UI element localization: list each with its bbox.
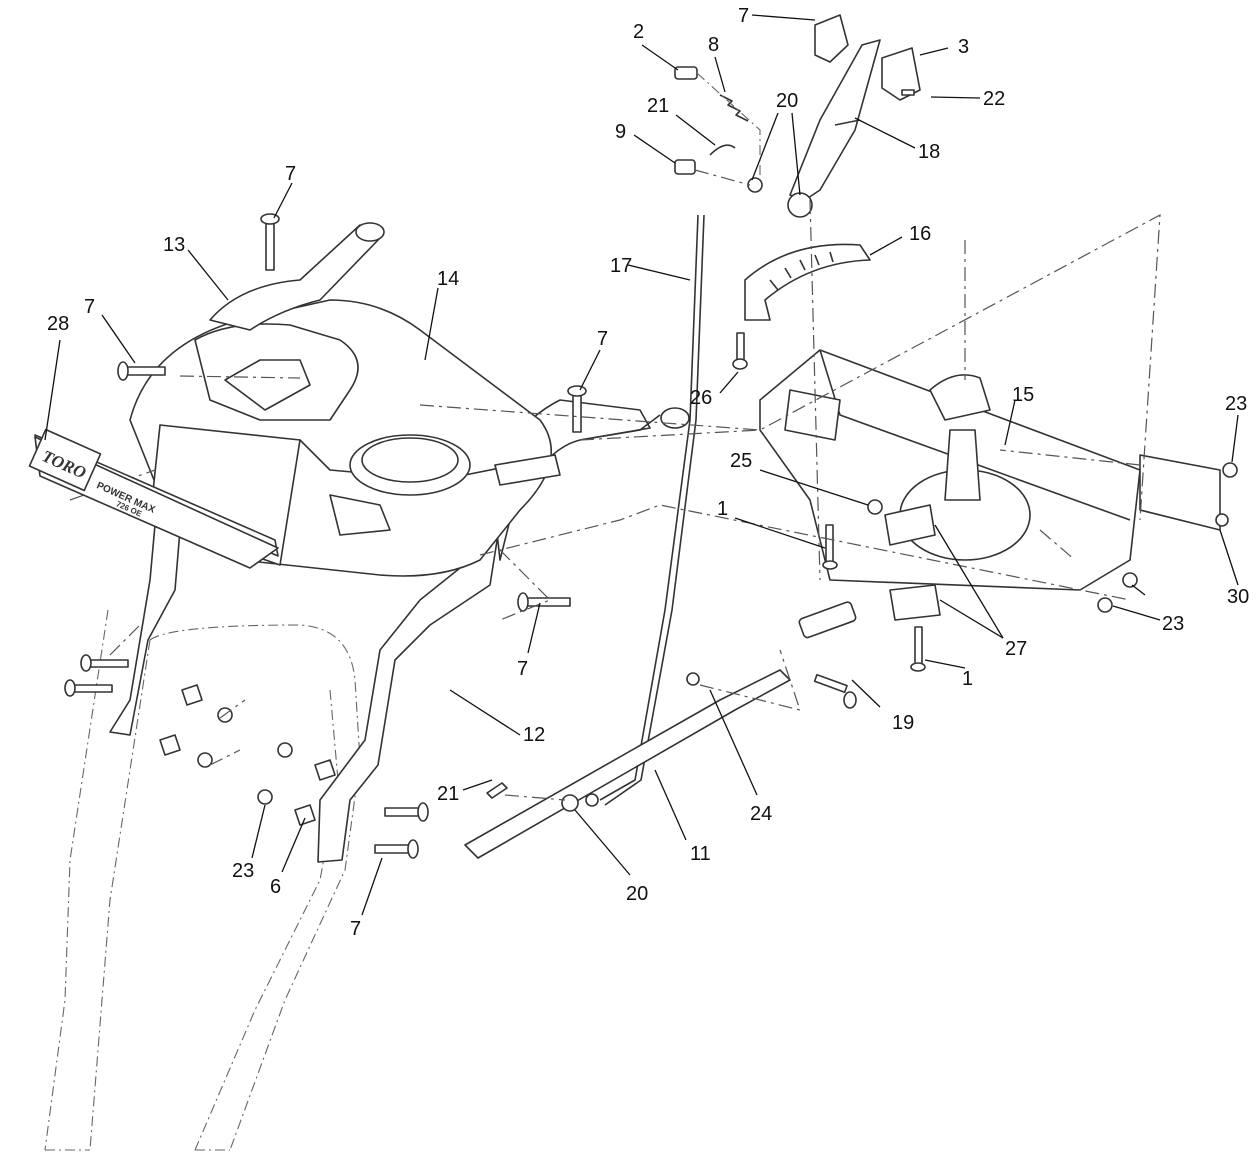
callout-1-b: 1 xyxy=(962,668,973,690)
callout-8: 8 xyxy=(708,34,719,56)
callout-23-a: 23 xyxy=(1225,393,1247,415)
callout-3: 3 xyxy=(958,36,969,58)
decal: TORO POWER MAX 726 OE xyxy=(28,428,279,569)
callout-6: 6 xyxy=(270,876,281,898)
handle-grip xyxy=(209,222,385,331)
shift-arm xyxy=(464,601,857,859)
callout-12: 12 xyxy=(523,724,545,746)
lower-handle-phantom xyxy=(44,609,361,1151)
construction-lines xyxy=(69,169,1161,801)
callout-18: 18 xyxy=(918,141,940,163)
callout-19: 19 xyxy=(892,712,914,734)
callout-16: 16 xyxy=(909,223,931,245)
shift-rod xyxy=(599,214,705,806)
callout-1-a: 1 xyxy=(717,498,728,520)
callout-9: 9 xyxy=(615,121,626,143)
callout-14: 14 xyxy=(437,268,459,290)
callout-23-c: 23 xyxy=(232,860,254,882)
callout-26: 26 xyxy=(690,387,712,409)
callout-7-d: 7 xyxy=(517,658,528,680)
callout-20-top: 20 xyxy=(776,90,798,112)
callout-11: 11 xyxy=(690,843,711,865)
callout-21-bottom: 21 xyxy=(437,783,459,805)
callout-20-bottom: 20 xyxy=(626,883,648,905)
callout-27: 27 xyxy=(1005,638,1027,660)
callout-22: 22 xyxy=(983,88,1005,110)
callout-25: 25 xyxy=(730,450,752,472)
fasteners xyxy=(64,89,1238,859)
callout-7-a: 7 xyxy=(285,163,296,185)
callout-17: 17 xyxy=(610,255,632,277)
callout-21-top: 21 xyxy=(647,95,669,117)
callout-4: 7 xyxy=(738,5,749,27)
callout-2: 2 xyxy=(633,21,644,43)
callout-13: 13 xyxy=(163,234,185,256)
callout-30: 30 xyxy=(1227,586,1249,608)
callout-7-e: 7 xyxy=(350,918,361,940)
dash-panel xyxy=(129,299,561,577)
frame-bracket xyxy=(759,349,1221,621)
callout-23-b: 23 xyxy=(1162,613,1184,635)
callout-numbers: 7 3 2 8 22 21 20 9 18 7 16 13 17 14 7 28… xyxy=(47,5,1249,940)
shift-quadrant xyxy=(744,243,871,321)
small-hardware xyxy=(674,66,763,193)
callout-28: 28 xyxy=(47,313,69,335)
leader-lines xyxy=(44,14,1239,916)
shift-lever xyxy=(787,14,921,218)
callout-15: 15 xyxy=(1012,384,1034,406)
callout-24: 24 xyxy=(750,803,772,825)
callout-7-b: 7 xyxy=(84,296,95,318)
callout-7-c: 7 xyxy=(597,328,608,350)
